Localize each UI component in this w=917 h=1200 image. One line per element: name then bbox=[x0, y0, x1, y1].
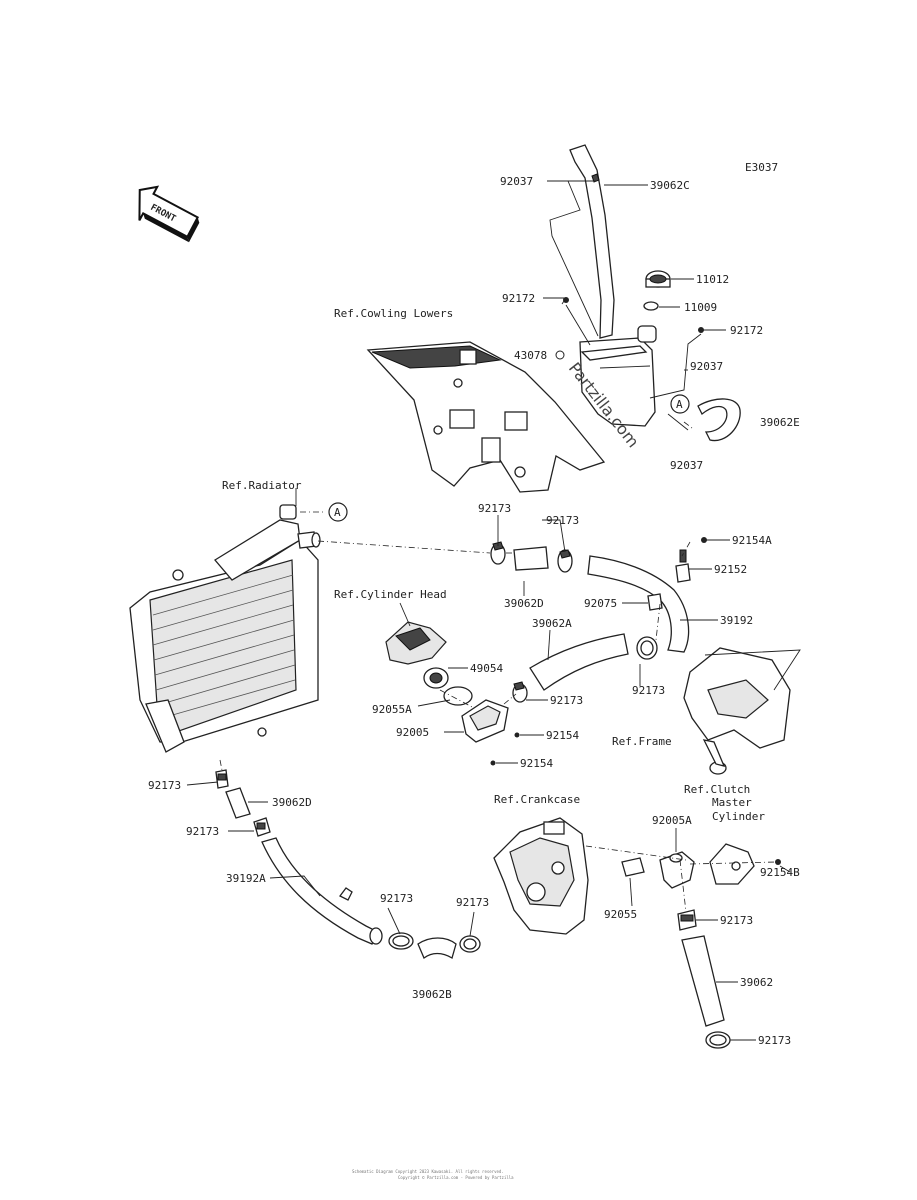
label-92152: 92152 bbox=[714, 563, 747, 576]
fitting-92075 bbox=[647, 593, 663, 611]
ref-frame: Ref.Frame bbox=[612, 735, 672, 748]
clamp-92173-right bbox=[677, 909, 697, 931]
ref-cowling-lowers: Ref.Cowling Lowers bbox=[334, 307, 453, 320]
label-92173-hose2: 92173 bbox=[456, 896, 489, 909]
bolt-92154-b-icon bbox=[490, 760, 496, 766]
label-92075: 92075 bbox=[584, 597, 617, 610]
radiator bbox=[129, 504, 321, 753]
ref-crankcase: Ref.Crankcase bbox=[494, 793, 580, 806]
label-39062D-left: 39062D bbox=[272, 796, 312, 809]
bolt-92154B-icon bbox=[775, 859, 781, 865]
label-92055A: 92055A bbox=[372, 703, 412, 716]
label-92173-bottom: 92173 bbox=[758, 1034, 791, 1047]
label-92173-top: 92173 bbox=[478, 502, 511, 515]
label-92005: 92005 bbox=[396, 726, 429, 739]
label-92037-top: 92037 bbox=[500, 175, 533, 188]
label-92173-left: 92173 bbox=[148, 779, 181, 792]
label-92173-mid: 92173 bbox=[550, 694, 583, 707]
o-ring-92055A bbox=[443, 686, 473, 706]
fitting-92152 bbox=[675, 549, 691, 583]
label-39062A: 39062A bbox=[532, 617, 572, 630]
radiator-fins bbox=[152, 574, 296, 719]
bolt-92154-a-icon bbox=[514, 732, 520, 738]
cap-seal bbox=[643, 301, 659, 311]
clamp-92173-mid bbox=[512, 681, 528, 703]
clamp-92173-upper-right bbox=[557, 549, 573, 573]
hose-39062B bbox=[417, 937, 457, 960]
hose-39062D-left bbox=[225, 787, 251, 819]
label-43078: 43078 bbox=[514, 349, 547, 362]
label-92173-frame: 92173 bbox=[632, 684, 665, 697]
ref-clutch-line2: Master bbox=[712, 796, 752, 809]
clamp-92173-left bbox=[215, 769, 229, 789]
ref-cylinder-head: Ref.Cylinder Head bbox=[334, 588, 447, 601]
diagram-code: E3037 bbox=[745, 161, 778, 174]
svg-text:A: A bbox=[676, 398, 683, 411]
hose-clip-top bbox=[591, 173, 600, 183]
label-39062E: 39062E bbox=[760, 416, 800, 429]
cylinder-head-housing bbox=[385, 621, 447, 665]
pipe-92005A bbox=[659, 851, 695, 889]
label-92154-a: 92154 bbox=[546, 729, 579, 742]
label-92173-right: 92173 bbox=[720, 914, 753, 927]
label-39192: 39192 bbox=[720, 614, 753, 627]
hose-39192 bbox=[587, 555, 690, 653]
callout-a-reservoir: A bbox=[670, 394, 690, 414]
label-39192A: 39192A bbox=[226, 872, 266, 885]
crankcase bbox=[493, 817, 589, 935]
hose-39062A bbox=[529, 633, 629, 691]
label-11012: 11012 bbox=[696, 273, 729, 286]
grommet-43078-icon bbox=[555, 350, 565, 360]
label-92055: 92055 bbox=[604, 908, 637, 921]
thermostat-49054 bbox=[423, 667, 449, 689]
breather-hose bbox=[697, 398, 741, 442]
label-92154B: 92154B bbox=[760, 866, 800, 879]
label-92154-b: 92154 bbox=[520, 757, 553, 770]
footer-line2: Copyright © Partzilla.com - Powered by P… bbox=[398, 1175, 514, 1180]
label-92037-mid: 92037 bbox=[690, 360, 723, 373]
hose-39062D-upper bbox=[513, 546, 549, 571]
clutch-master-cylinder bbox=[709, 843, 755, 885]
reservoir-cap bbox=[645, 270, 671, 288]
cowling-lowers bbox=[366, 341, 606, 493]
label-92173-top2: 92173 bbox=[546, 514, 579, 527]
bolt-92154A-icon bbox=[701, 537, 707, 543]
overflow-hose bbox=[569, 144, 615, 339]
gasket-92055 bbox=[621, 857, 645, 877]
ref-clutch-line3: Cylinder bbox=[712, 810, 765, 823]
reservoir-tank bbox=[579, 325, 657, 427]
label-92172-left: 92172 bbox=[502, 292, 535, 305]
label-92173-hose1: 92173 bbox=[380, 892, 413, 905]
label-92172-right: 92172 bbox=[730, 324, 763, 337]
label-92154A: 92154A bbox=[732, 534, 772, 547]
front-arrow-icon: FRONT bbox=[138, 185, 200, 243]
frame-section bbox=[683, 647, 791, 775]
label-92005A: 92005A bbox=[652, 814, 692, 827]
bolt-92172b-icon bbox=[698, 327, 704, 333]
footer-line1: Schematic Diagram Copyright 2023 Kawasak… bbox=[352, 1169, 504, 1174]
label-92037-bottom: 92037 bbox=[670, 459, 703, 472]
label-39062C: 39062C bbox=[650, 179, 690, 192]
clamp-92173-bottom bbox=[705, 1031, 731, 1049]
label-39062D-top: 39062D bbox=[504, 597, 544, 610]
ref-clutch-line1: Ref.Clutch bbox=[684, 783, 750, 796]
thermostat-cover-92005 bbox=[461, 699, 509, 743]
bolt-92172-icon bbox=[563, 297, 569, 303]
clamp-92173-left2 bbox=[253, 817, 271, 837]
label-39062: 39062 bbox=[740, 976, 773, 989]
ref-radiator: Ref.Radiator bbox=[222, 479, 302, 492]
hose-39192A bbox=[261, 837, 379, 945]
clamp-92173-hose1 bbox=[388, 932, 414, 950]
callout-a-radiator: A bbox=[328, 502, 348, 522]
label-39062B: 39062B bbox=[412, 988, 452, 1001]
label-49054: 49054 bbox=[470, 662, 503, 675]
clamp-92173-hose2 bbox=[459, 935, 481, 953]
svg-text:A: A bbox=[334, 506, 341, 519]
label-92173-left2: 92173 bbox=[186, 825, 219, 838]
clamp-92173-frame bbox=[636, 636, 658, 660]
label-11009: 11009 bbox=[684, 301, 717, 314]
hose-39062 bbox=[681, 935, 725, 1027]
